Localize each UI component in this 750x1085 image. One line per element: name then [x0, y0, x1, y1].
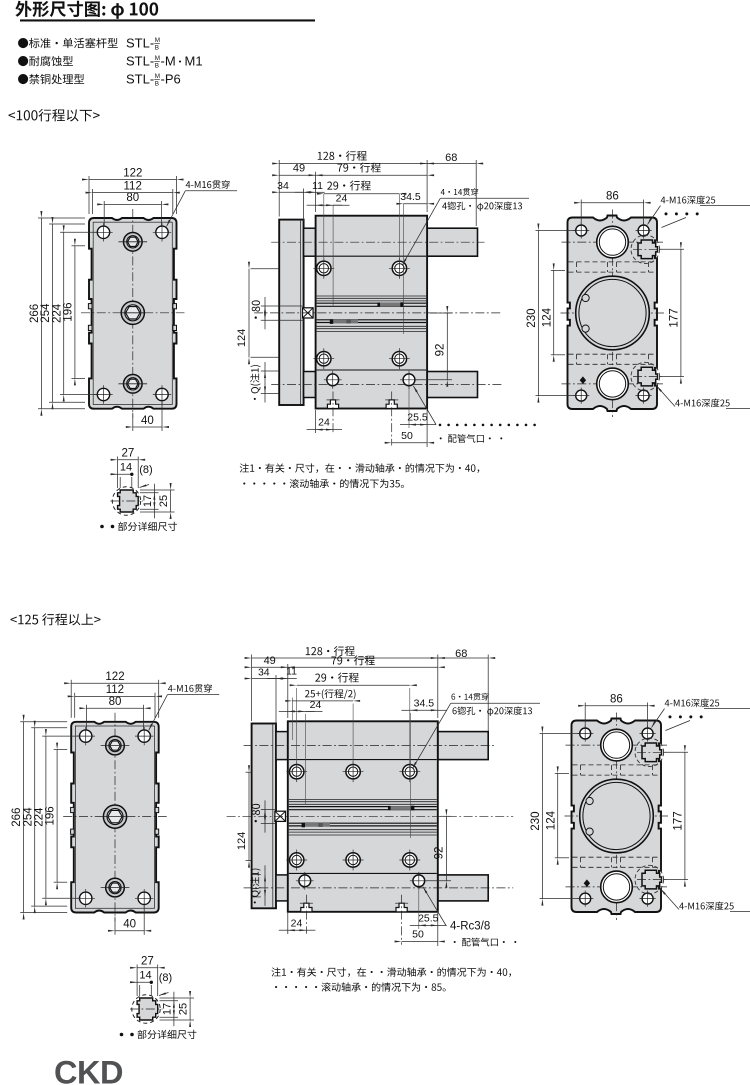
svg-text:68: 68: [455, 648, 467, 660]
svg-text:B: B: [155, 62, 159, 69]
svg-text:86: 86: [606, 191, 619, 203]
svg-text:92: 92: [435, 344, 447, 357]
svg-text:24: 24: [336, 193, 348, 205]
svg-text:86: 86: [610, 694, 623, 706]
svg-text:17: 17: [161, 1003, 173, 1015]
svg-text:80: 80: [126, 192, 139, 204]
svg-text:224: 224: [34, 807, 46, 827]
svg-text:266: 266: [11, 808, 23, 827]
svg-text:14: 14: [120, 462, 132, 474]
svg-text:92: 92: [434, 847, 446, 860]
svg-text:112: 112: [124, 180, 142, 192]
svg-text:M: M: [155, 73, 160, 80]
svg-text:196: 196: [45, 806, 57, 825]
svg-text:(8): (8): [159, 972, 172, 984]
svg-text:122: 122: [123, 167, 142, 179]
svg-text:177: 177: [673, 811, 685, 830]
svg-text:122: 122: [105, 671, 124, 683]
svg-text:M: M: [155, 55, 160, 62]
svg-text:4-Rc3/8: 4-Rc3/8: [450, 921, 490, 933]
svg-text:68: 68: [445, 152, 457, 164]
svg-text:14: 14: [139, 970, 151, 982]
svg-text:49: 49: [293, 163, 305, 175]
svg-text:11: 11: [312, 180, 323, 192]
svg-text:25: 25: [158, 495, 170, 507]
svg-text:24: 24: [310, 699, 322, 711]
svg-text:(8): (8): [139, 464, 152, 476]
svg-text:50: 50: [412, 929, 424, 941]
svg-text:266: 266: [29, 304, 41, 323]
svg-text:112: 112: [106, 684, 124, 696]
svg-text:50: 50: [401, 430, 413, 442]
svg-text:CKD: CKD: [54, 1055, 123, 1085]
svg-text:24: 24: [291, 917, 303, 929]
svg-text:196: 196: [63, 303, 75, 322]
svg-text:17: 17: [142, 495, 154, 507]
svg-text:224: 224: [51, 303, 63, 323]
svg-text:40: 40: [141, 415, 154, 427]
svg-text:25.5: 25.5: [407, 412, 428, 424]
svg-text:B: B: [155, 44, 159, 51]
svg-text:STL-: STL-: [126, 35, 154, 50]
svg-text:124: 124: [236, 832, 248, 850]
svg-text:230: 230: [526, 309, 538, 328]
svg-text:27: 27: [122, 448, 135, 460]
svg-text:49: 49: [264, 655, 276, 667]
svg-text:34: 34: [258, 666, 270, 678]
svg-text:M: M: [155, 37, 160, 44]
svg-text:-P6: -P6: [161, 71, 181, 86]
svg-text:11: 11: [286, 666, 297, 678]
svg-text:40: 40: [123, 919, 136, 931]
svg-text:M1: M1: [185, 53, 203, 68]
svg-text:254: 254: [22, 807, 34, 827]
svg-text:25.5: 25.5: [418, 913, 439, 925]
svg-text:-M: -M: [161, 53, 176, 68]
svg-text:27: 27: [141, 956, 154, 968]
svg-text:34: 34: [277, 180, 289, 192]
svg-text:254: 254: [40, 303, 52, 323]
svg-text:34.5: 34.5: [414, 698, 435, 710]
svg-text:80: 80: [109, 696, 122, 708]
svg-text:124: 124: [541, 307, 553, 327]
svg-text:24: 24: [318, 417, 330, 429]
svg-text:STL-: STL-: [126, 53, 154, 68]
svg-text:177: 177: [669, 308, 681, 327]
svg-text:230: 230: [530, 812, 542, 831]
svg-text:B: B: [155, 80, 159, 87]
svg-text:124: 124: [545, 810, 557, 830]
svg-text:34.5: 34.5: [400, 191, 421, 203]
svg-text:124: 124: [236, 329, 248, 347]
svg-text:25: 25: [178, 1003, 190, 1015]
svg-text:STL-: STL-: [126, 71, 154, 86]
